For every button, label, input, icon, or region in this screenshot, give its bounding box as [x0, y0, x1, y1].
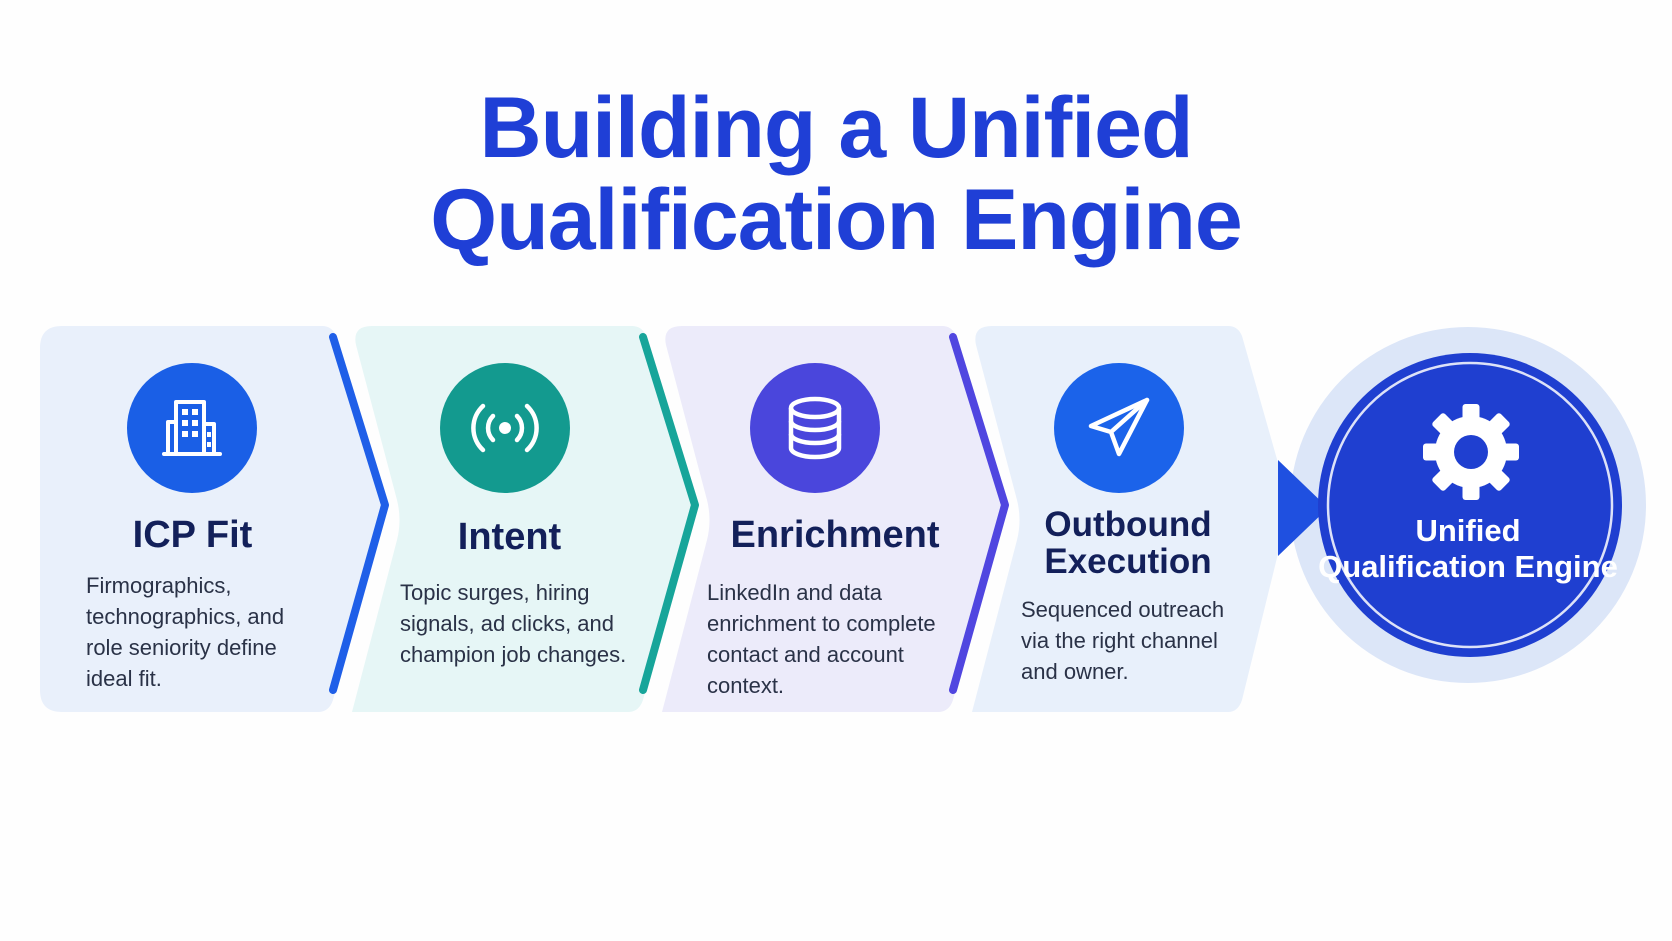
engine-inner-ring [1326, 361, 1614, 649]
step-panel-icp-fit [40, 326, 385, 712]
building-icon [162, 400, 222, 456]
chevron-separator-1 [329, 333, 389, 694]
step-description-icp-fit: Firmographics, technographics, and role … [86, 573, 285, 691]
step-description-intent: Topic surges, hiring signals, ad clicks,… [400, 580, 627, 667]
step-panel-outbound-execution [972, 326, 1290, 712]
title-line-2: Qualification Engine [430, 172, 1242, 268]
page-title: Building a Unified Qualification Engine [0, 82, 1672, 266]
step-title-icp-fit: ICP Fit [132, 514, 253, 556]
step-panel-enrichment [662, 326, 1005, 712]
step-title-outbound-execution: Outbound Execution [1044, 505, 1212, 581]
step-description-enrichment: LinkedIn and data enrichment to complete… [707, 580, 936, 698]
step-description-outbound-execution: Sequenced outreach via the right channel… [1021, 597, 1225, 684]
arrow-to-engine [1278, 460, 1328, 556]
engine-label: Unified Qualification Engine [1318, 513, 1618, 584]
paper-plane-icon [1088, 397, 1150, 457]
icp-fit-icon-circle [127, 363, 257, 493]
outbound-icon-circle [1054, 363, 1184, 493]
step-title-intent: Intent [457, 516, 562, 558]
chevron-separator-2 [639, 333, 699, 694]
step-title-enrichment: Enrichment [730, 514, 940, 556]
database-icon [788, 396, 842, 460]
chevron-separator-3 [949, 333, 1009, 694]
engine-circle [1318, 353, 1622, 657]
step-panel-intent [352, 326, 695, 712]
enrichment-icon-circle [750, 363, 880, 493]
gear-icon [1423, 404, 1519, 500]
title-line-1: Building a Unified [479, 80, 1194, 176]
broadcast-signal-icon [471, 403, 539, 453]
intent-icon-circle [440, 363, 570, 493]
